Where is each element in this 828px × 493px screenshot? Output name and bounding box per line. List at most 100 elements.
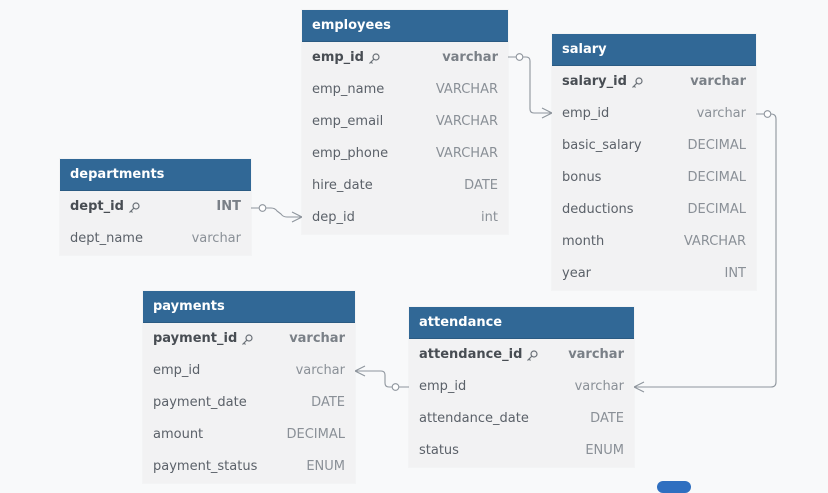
field-row[interactable]: payment_date DATE: [143, 387, 355, 419]
field-name: year: [562, 266, 592, 281]
field-type: varchar: [696, 106, 746, 121]
key-icon: [369, 53, 380, 64]
field-name: basic_salary: [562, 138, 642, 153]
field-row[interactable]: bonus DECIMAL: [552, 162, 756, 194]
relationship-line-attendance-payments: [355, 370, 409, 388]
one-marker: [391, 383, 400, 391]
one-marker: [763, 110, 772, 118]
floating-action-button[interactable]: [657, 481, 691, 493]
field-name: emp_id: [312, 50, 364, 65]
field-name: emp_id: [562, 106, 610, 121]
field-name: emp_email: [312, 114, 384, 129]
one-marker: [258, 204, 267, 212]
field-row[interactable]: deductions DECIMAL: [552, 194, 756, 226]
field-row[interactable]: emp_id varchar: [302, 42, 508, 74]
field-name: dept_name: [70, 231, 143, 246]
field-name: payment_status: [153, 459, 258, 474]
table-header[interactable]: employees: [302, 10, 508, 42]
field-name: month: [562, 234, 605, 249]
table-payments[interactable]: payments payment_id varchar emp_id varcha…: [143, 291, 355, 483]
field-row[interactable]: month VARCHAR: [552, 226, 756, 258]
field-row[interactable]: dept_id INT: [60, 191, 251, 223]
field-name: emp_name: [312, 82, 385, 97]
relationship-line-departments-employees: [251, 207, 302, 218]
key-icon: [242, 334, 253, 345]
field-type: VARCHAR: [683, 234, 746, 249]
field-name: hire_date: [312, 178, 373, 193]
field-name: bonus: [562, 170, 602, 185]
one-marker: [515, 53, 524, 61]
field-type: DATE: [311, 395, 345, 410]
field-name: deductions: [562, 202, 634, 217]
field-row[interactable]: payment_status ENUM: [143, 451, 355, 483]
field-type: DECIMAL: [687, 202, 747, 217]
field-name: salary_id: [562, 74, 627, 89]
field-type: DATE: [464, 178, 498, 193]
many-marker: [633, 381, 645, 393]
field-row[interactable]: emp_id varchar: [409, 371, 634, 403]
field-type: DECIMAL: [286, 427, 346, 442]
field-name: dept_id: [70, 199, 124, 214]
field-type: varchar: [295, 363, 345, 378]
field-row[interactable]: status ENUM: [409, 435, 634, 467]
field-row[interactable]: payment_id varchar: [143, 323, 355, 355]
field-type: VARCHAR: [435, 82, 498, 97]
field-name: emp_phone: [312, 146, 389, 161]
field-type: VARCHAR: [435, 146, 498, 161]
table-salary[interactable]: salary salary_id varchar emp_id varchar b…: [552, 34, 756, 290]
field-row[interactable]: amount DECIMAL: [143, 419, 355, 451]
field-type: INT: [724, 266, 747, 281]
field-row[interactable]: emp_id varchar: [143, 355, 355, 387]
field-row[interactable]: dept_name varchar: [60, 223, 251, 255]
field-type: DECIMAL: [687, 170, 747, 185]
table-attendance[interactable]: attendance attendance_id varchar emp_id v…: [409, 307, 634, 467]
many-marker: [291, 211, 303, 223]
field-row[interactable]: salary_id varchar: [552, 66, 756, 98]
relationship-line-employees-salary: [508, 56, 552, 114]
many-marker: [354, 365, 366, 377]
field-name: status: [419, 443, 459, 458]
field-row[interactable]: hire_date DATE: [302, 170, 508, 202]
field-row[interactable]: emp_name VARCHAR: [302, 74, 508, 106]
table-departments[interactable]: departments dept_id INT dept_name varchar: [60, 159, 251, 255]
table-header[interactable]: payments: [143, 291, 355, 323]
field-type: ENUM: [585, 443, 624, 458]
field-row[interactable]: attendance_id varchar: [409, 339, 634, 371]
field-name: dep_id: [312, 210, 355, 225]
field-type: varchar: [191, 231, 241, 246]
table-header[interactable]: departments: [60, 159, 251, 191]
field-name: emp_id: [419, 379, 467, 394]
field-type: DATE: [590, 411, 624, 426]
table-header[interactable]: attendance: [409, 307, 634, 339]
field-name: emp_id: [153, 363, 201, 378]
field-type: ENUM: [306, 459, 345, 474]
field-name: attendance_id: [419, 347, 523, 362]
key-icon: [527, 350, 538, 361]
field-row[interactable]: basic_salary DECIMAL: [552, 130, 756, 162]
field-type: varchar: [442, 50, 498, 65]
field-name: attendance_date: [419, 411, 529, 426]
field-name: payment_id: [153, 331, 238, 346]
field-name: amount: [153, 427, 204, 442]
key-icon: [631, 77, 643, 88]
field-row[interactable]: emp_email VARCHAR: [302, 106, 508, 138]
field-name: payment_date: [153, 395, 247, 410]
field-type: VARCHAR: [435, 114, 498, 129]
field-type: varchar: [289, 331, 345, 346]
table-header[interactable]: salary: [552, 34, 756, 66]
field-type: INT: [216, 199, 241, 214]
many-marker: [541, 107, 553, 119]
field-row[interactable]: emp_id varchar: [552, 98, 756, 130]
field-type: varchar: [690, 74, 746, 89]
field-row[interactable]: emp_phone VARCHAR: [302, 138, 508, 170]
field-row[interactable]: dep_id int: [302, 202, 508, 234]
field-type: varchar: [574, 379, 624, 394]
field-type: varchar: [568, 347, 624, 362]
field-row[interactable]: attendance_date DATE: [409, 403, 634, 435]
field-type: DECIMAL: [687, 138, 747, 153]
field-type: int: [481, 210, 498, 225]
field-row[interactable]: year INT: [552, 258, 756, 290]
key-icon: [128, 202, 140, 213]
